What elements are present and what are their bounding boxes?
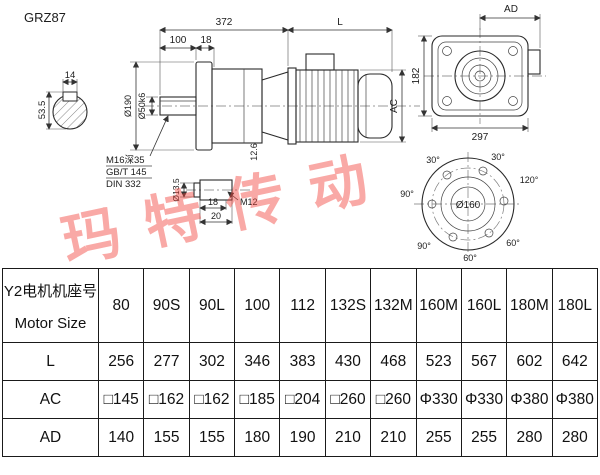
cell-ad-90l: 155 (188, 418, 236, 457)
shaft-end-detail: Ø13.5 18 20 M12 (171, 178, 258, 226)
row-label-ad: AD (2, 418, 99, 457)
column-header-80: 80 (97, 268, 145, 343)
cell-ac-90l: □162 (188, 380, 236, 419)
dim-flange-dia: Ø190 (123, 95, 133, 117)
rear-terminal-box (527, 49, 541, 75)
dim-100: 100 (170, 35, 187, 46)
cell-ac-160m: Φ330 (415, 380, 462, 419)
cell-l-160l: 567 (460, 342, 508, 381)
flange-bolt-view: Ø160 30° 30° 120° 90° 90° 60° 60° (400, 152, 539, 263)
cell-l-180l: 642 (551, 342, 599, 381)
row-label-ac: AC (2, 380, 99, 419)
column-header-160l: 160L (460, 268, 508, 343)
cell-l-90l: 302 (188, 342, 236, 381)
cell-ac-80: □145 (97, 380, 145, 419)
cell-ac-100: □185 (234, 380, 281, 419)
cell-l-80: 256 (97, 342, 145, 381)
dim-AD: AD (504, 4, 518, 15)
note-din: DIN 332 (106, 179, 141, 190)
motor-size-header-cell: Y2电机机座号 Motor Size (2, 268, 99, 343)
tap-note-block: M16深35 GB/T 145 DIN 332 (106, 115, 169, 190)
shaft-height-dim: 53.5 (37, 101, 48, 120)
table-row-ad: AD 140 155 155 180 190 210 210 255 255 2… (2, 418, 599, 457)
dim-18: 18 (200, 35, 212, 46)
cell-ac-180m: Φ380 (506, 380, 553, 419)
dimension-table: Y2电机机座号 Motor Size 80 90S 90L 100 112 13… (2, 268, 599, 457)
cell-ad-160m: 255 (415, 418, 462, 457)
angle-60-bottom: 60° (463, 253, 477, 263)
column-header-132m: 132M (370, 268, 417, 343)
dim-AC: AC (389, 99, 400, 113)
table-row-ac: AC □145 □162 □162 □185 □204 □260 □260 Φ3… (2, 380, 599, 419)
note-tap: M16深35 (106, 155, 145, 166)
cell-ac-160l: Φ330 (460, 380, 508, 419)
angle-30-right: 30° (491, 152, 505, 162)
cell-ad-132s: 210 (324, 418, 372, 457)
cell-ad-112: 190 (279, 418, 326, 457)
cell-l-90s: 277 (143, 342, 190, 381)
motor-size-label-cn: Y2电机机座号 (3, 282, 98, 300)
shaft-end-body (199, 179, 233, 201)
cell-l-132s: 430 (324, 342, 372, 381)
column-header-180m: 180M (506, 268, 553, 343)
angle-90-bottom: 90° (417, 241, 431, 251)
row-label-l: L (2, 342, 99, 381)
shaft-cross-section: 14 53.5 (37, 70, 88, 130)
angle-90-left: 90° (400, 189, 414, 199)
cell-ad-100: 180 (234, 418, 281, 457)
side-view: 372 L 100 18 Ø50k6 Ø190 M16深35 (106, 17, 420, 190)
dim-detail-20: 20 (211, 211, 221, 221)
cell-ac-132s: □260 (324, 380, 372, 419)
angle-60-right: 60° (506, 238, 520, 248)
cell-l-180m: 602 (506, 342, 553, 381)
dim-372: 372 (216, 17, 233, 28)
cell-ad-80: 140 (97, 418, 145, 457)
dim-160: Ø160 (456, 200, 481, 211)
column-header-112: 112 (279, 268, 326, 343)
cell-l-112: 383 (279, 342, 326, 381)
part-number: GRZ87 (24, 10, 66, 25)
dim-m12: M12 (240, 197, 258, 207)
cell-ac-112: □204 (279, 380, 326, 419)
angle-30-left: 30° (426, 155, 440, 165)
dim-297: 297 (472, 132, 489, 143)
motor-size-label-en: Motor Size (14, 314, 87, 332)
column-header-132s: 132S (324, 268, 372, 343)
motor-fins (299, 70, 355, 142)
cell-l-132m: 468 (370, 342, 417, 381)
dim-L: L (337, 17, 343, 28)
technical-drawing: GRZ87 14 53.5 (24, 4, 546, 263)
table-header-row: Y2电机机座号 Motor Size 80 90S 90L 100 112 13… (2, 268, 599, 343)
cell-ad-132m: 210 (370, 418, 417, 457)
note-gbt: GB/T 145 (106, 167, 147, 178)
cell-l-100: 346 (234, 342, 281, 381)
table-row-l: L 256 277 302 346 383 430 468 523 567 60… (2, 342, 599, 381)
cell-ac-180l: Φ380 (551, 380, 599, 419)
cell-ad-180m: 280 (506, 418, 553, 457)
cell-ad-90s: 155 (143, 418, 190, 457)
cell-ac-90s: □162 (143, 380, 190, 419)
housing-outline (431, 35, 529, 117)
column-header-100: 100 (234, 268, 281, 343)
key-width-dim: 14 (65, 70, 76, 81)
dim-13-5: Ø13.5 (171, 178, 181, 201)
housing-inner (437, 41, 523, 111)
dim-shaft-dia: Ø50k6 (137, 93, 147, 120)
column-header-90s: 90S (143, 268, 190, 343)
fan-cover (357, 73, 393, 139)
cell-ad-180l: 280 (551, 418, 599, 457)
dim-182: 182 (411, 67, 422, 84)
column-header-180l: 180L (551, 268, 599, 343)
column-header-160m: 160M (415, 268, 462, 343)
rear-view: AD 182 297 (411, 4, 546, 143)
dim-12-6: 12.6 (249, 143, 259, 161)
column-header-90l: 90L (188, 268, 236, 343)
terminal-box (305, 53, 335, 71)
dim-detail-18: 18 (208, 197, 218, 207)
cell-ac-132m: □260 (370, 380, 417, 419)
key-section (62, 91, 78, 102)
cell-ad-160l: 255 (460, 418, 508, 457)
angle-120: 120° (520, 175, 539, 185)
cell-l-160m: 523 (415, 342, 462, 381)
